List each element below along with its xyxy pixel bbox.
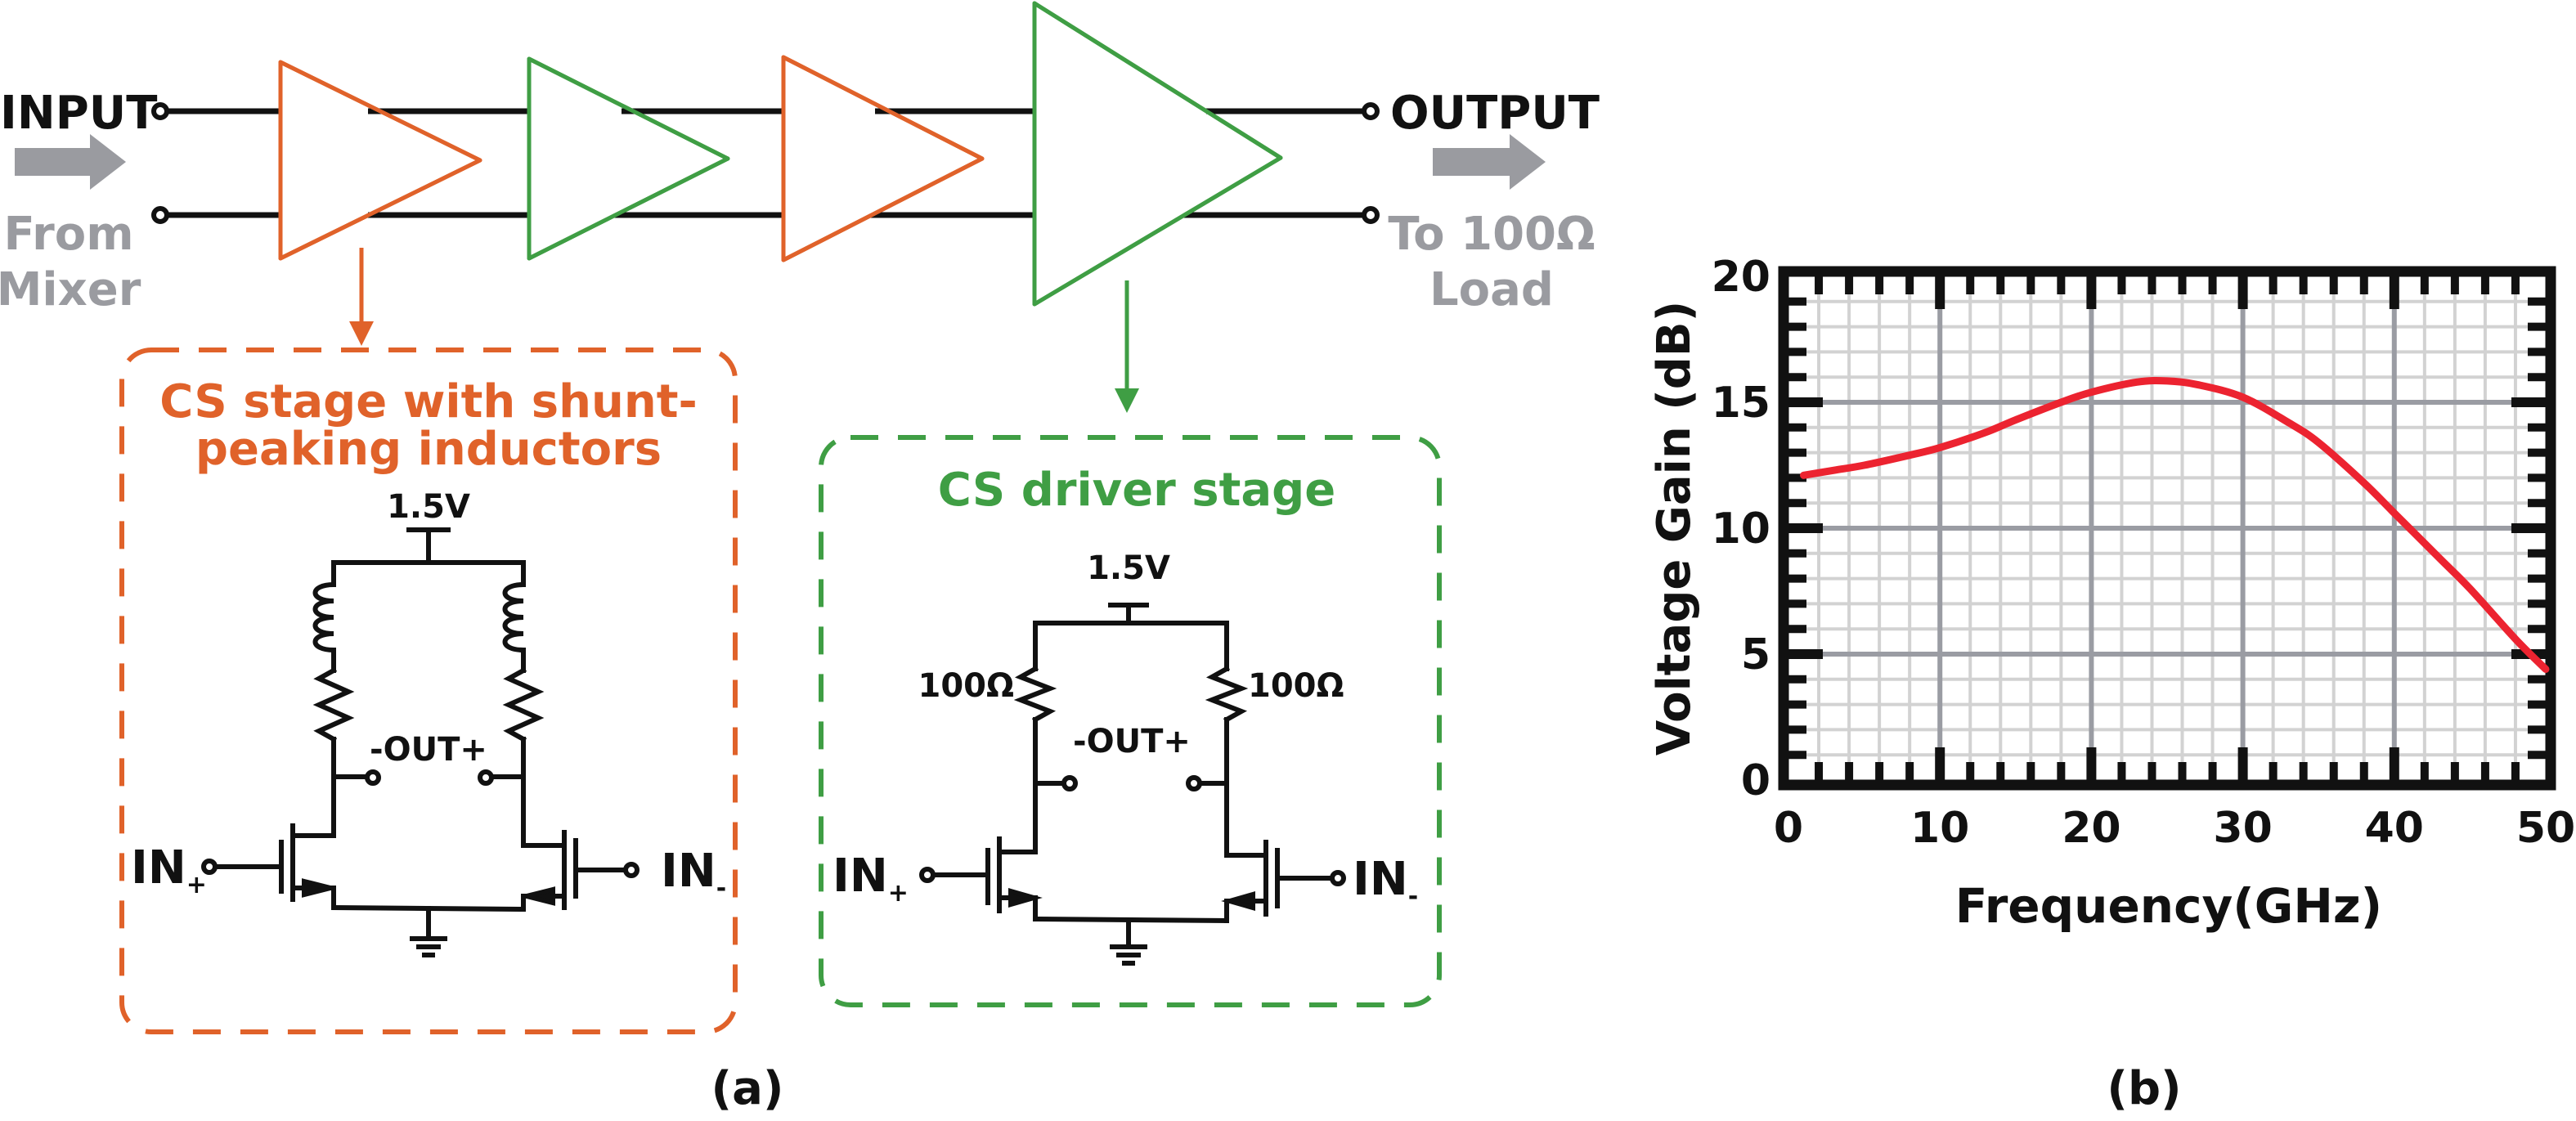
amplifier-stage-2-outline (527, 56, 730, 261)
output-arrow-icon (1433, 134, 1546, 190)
plot-frame (1778, 266, 2556, 791)
y-tick-label: 10 (1712, 504, 1770, 554)
panel-b-label: (b) (2107, 1062, 2181, 1115)
y-tick-label: 20 (1712, 253, 1770, 302)
driver-stage-title: CS driver stage (938, 464, 1335, 517)
in-minus-label: IN- (661, 845, 726, 903)
amplifier-stage-1 (278, 60, 482, 261)
amplifier-stage-4-outline (1032, 1, 1283, 307)
input-source-line2: Mixer (0, 263, 141, 316)
x-tick-label: 0 (1774, 804, 1803, 853)
y-tick-label: 15 (1712, 379, 1770, 428)
shunt-peaking-stage-box: CS stage with shunt- peaking inductors 1… (119, 348, 738, 1034)
out-label: -OUT+ (370, 731, 487, 769)
axis-ticks (1788, 276, 2546, 780)
input-label: INPUT (0, 87, 157, 140)
shunt-peaking-schematic (210, 527, 631, 957)
amplifier-stage-4 (1032, 1, 1283, 307)
driver-out-plus-terminal (1186, 775, 1202, 791)
output-terminal-bottom (1362, 206, 1380, 224)
driver-r-right-label: 100Ω (1248, 667, 1344, 705)
amplifier-stage-3 (781, 55, 985, 262)
x-tick-labels: 0 10 20 30 40 50 (1774, 804, 2575, 853)
output-label: OUTPUT (1390, 87, 1600, 140)
out-plus-terminal (478, 769, 494, 786)
shunt-peaking-title-line1: CS stage with shunt- (159, 375, 697, 428)
y-tick-labels: 0 5 10 15 20 (1712, 253, 1770, 805)
x-tick-label: 40 (2365, 804, 2424, 853)
driver-stage-box: CS driver stage 1.5V (819, 435, 1442, 1007)
output-dest-line1: To 100Ω (1388, 208, 1595, 261)
in-plus-label: IN+ (131, 841, 207, 899)
grid-major (1788, 276, 2546, 780)
input-source-line1: From (3, 208, 133, 261)
driver-out-label: -OUT+ (1073, 723, 1191, 760)
shunt-peaking-title-line2: peaking inductors (195, 423, 662, 476)
x-tick-label: 10 (1910, 804, 1969, 853)
amplifier-stage-2 (527, 56, 730, 261)
output-terminal-top (1362, 102, 1380, 120)
gain-curve (1800, 376, 2550, 673)
driver-in-minus-label: IN- (1353, 853, 1418, 911)
driver-out-minus-terminal (1061, 775, 1078, 791)
x-tick-label: 50 (2516, 804, 2575, 853)
driver-in-plus-label: IN+ (832, 850, 909, 908)
amplifier-stage-1-outline (278, 60, 482, 261)
driver-schematic (930, 603, 1335, 966)
in-plus-terminal (201, 859, 218, 875)
driver-in-plus-terminal (919, 867, 936, 883)
x-axis-label: Frequency(GHz) (1955, 878, 2382, 934)
driver-r-left-label: 100Ω (918, 667, 1015, 705)
driver-in-minus-terminal (1330, 870, 1346, 886)
x-tick-label: 20 (2062, 804, 2120, 853)
resistor-100-right-icon (1205, 665, 1249, 724)
inductor-right-icon (502, 581, 527, 653)
input-terminal-bottom (151, 206, 169, 224)
in-minus-terminal (623, 862, 640, 878)
resistor-right-icon (502, 666, 545, 743)
y-axis-label: Voltage Gain (dB) (1648, 301, 1701, 756)
amplifier-chain: INPUT OUTPUT From Mixer To 100Ω Load (0, 1, 1600, 413)
y-tick-label: 0 (1741, 756, 1770, 805)
x-tick-label: 30 (2213, 804, 2272, 853)
input-terminal-top (151, 102, 169, 120)
voltage-gain-chart: 0 10 20 30 40 50 0 5 10 15 20 Frequency(GHz) Volt… (1648, 253, 2575, 934)
supply-voltage-label: 1.5V (387, 488, 470, 526)
input-arrow-icon (15, 134, 126, 190)
resistor-100-left-icon (1013, 665, 1057, 724)
panel-a-label: (a) (711, 1062, 784, 1115)
out-minus-terminal (365, 769, 381, 786)
inductor-left-icon (312, 581, 337, 653)
amplifier-stage-3-outline (781, 55, 985, 262)
output-dest-line2: Load (1429, 263, 1554, 316)
y-tick-label: 5 (1741, 630, 1770, 679)
driver-supply-voltage-label: 1.5V (1087, 549, 1170, 587)
resistor-left-icon (312, 666, 355, 743)
